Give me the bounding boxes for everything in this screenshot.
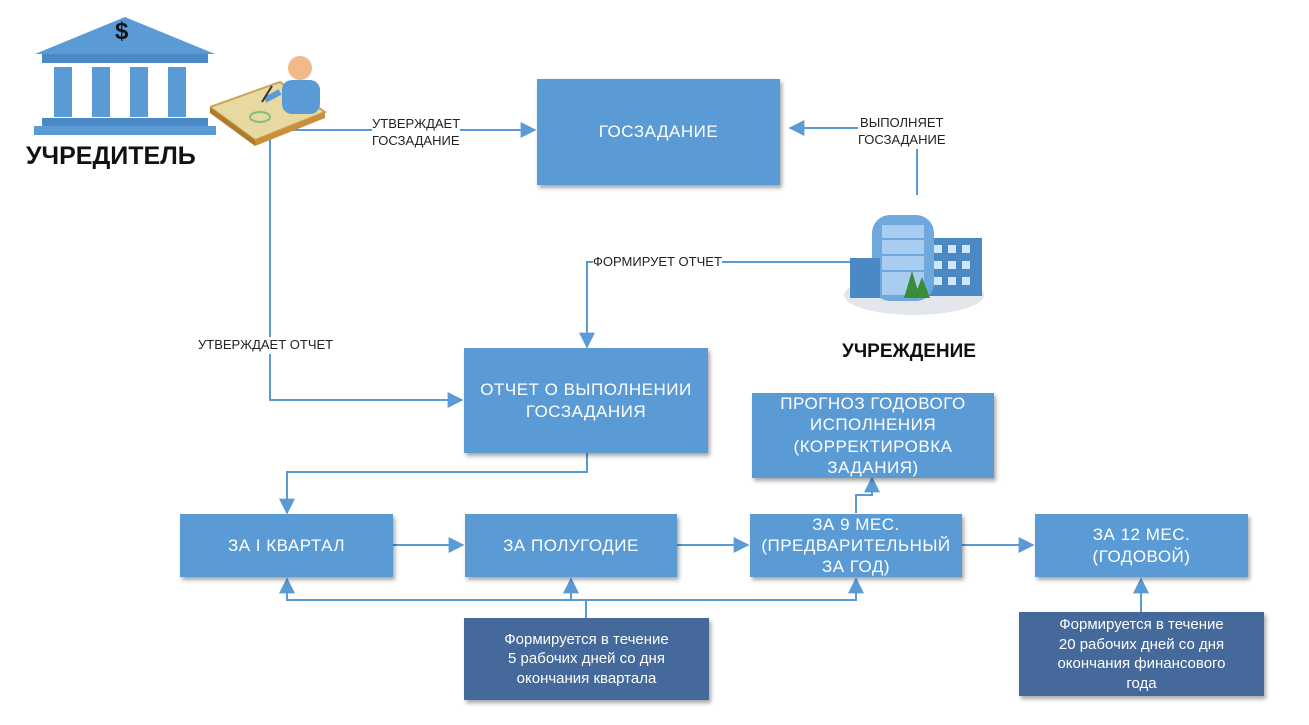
edge-quarterly-nine <box>586 577 864 601</box>
node-forecast: ПРОГНОЗ ГОДОВОГО ИСПОЛНЕНИЯ (КОРРЕКТИРОВ… <box>752 393 994 478</box>
edge-report-q1 <box>279 453 588 515</box>
label-approves-task: УТВЕРЖДАЕТ ГОСЗАДАНИЕ <box>372 116 461 150</box>
node-twelve-text: ЗА 12 МЕС. (ГОДОВОЙ) <box>1092 525 1191 566</box>
dollar-sign: $ <box>115 18 129 45</box>
edge-institution-report <box>579 261 850 349</box>
node-q1-text: ЗА I КВАРТАЛ <box>227 535 346 555</box>
founder-label: УЧРЕДИТЕЛЬ <box>26 142 196 170</box>
node-report: ОТЧЕТ О ВЫПОЛНЕНИИ ГОСЗАДАНИЯ <box>464 348 708 453</box>
label-forms-report: ФОРМИРУЕТ ОТЧЕТ <box>593 254 722 271</box>
node-q1: ЗА I КВАРТАЛ <box>180 514 393 577</box>
institution-building-icon <box>844 215 984 315</box>
edge-quarterly-note <box>279 577 587 618</box>
node-half: ЗА ПОЛУГОДИЕ <box>465 514 677 577</box>
institution-label: УЧРЕЖДЕНИЕ <box>842 341 976 362</box>
person-at-desk-icon <box>210 56 328 146</box>
note-quarterly: Формируется в течение 5 рабочих дней со … <box>464 618 709 700</box>
note-annual: Формируется в течение 20 рабочих дней со… <box>1019 612 1264 696</box>
edge-nine-forecast <box>855 476 880 513</box>
node-half-text: ЗА ПОЛУГОДИЕ <box>503 535 639 555</box>
node-nine-text: ЗА 9 МЕС. (ПРЕДВАРИТЕЛЬНЫЙ ЗА ГОД) <box>761 514 951 577</box>
bank-building-icon <box>34 17 216 135</box>
node-goszadanie-text: ГОСЗАДАНИЕ <box>598 122 719 142</box>
edge-founder-report <box>269 135 464 408</box>
label-executes-task: ВЫПОЛНЯЕТ ГОСЗАДАНИЕ <box>858 115 946 149</box>
note-quarterly-text: Формируется в течение 5 рабочих дней со … <box>504 630 669 687</box>
label-approves-report: УТВЕРЖДАЕТ ОТЧЕТ <box>198 337 334 354</box>
node-nine: ЗА 9 МЕС. (ПРЕДВАРИТЕЛЬНЫЙ ЗА ГОД) <box>750 514 962 577</box>
node-report-text: ОТЧЕТ О ВЫПОЛНЕНИИ ГОСЗАДАНИЯ <box>480 380 692 421</box>
node-forecast-text: ПРОГНОЗ ГОДОВОГО ИСПОЛНЕНИЯ (КОРРЕКТИРОВ… <box>780 394 966 477</box>
note-annual-text: Формируется в течение 20 рабочих дней со… <box>1057 616 1226 692</box>
node-goszadanie: ГОСЗАДАНИЕ <box>537 79 780 185</box>
node-twelve: ЗА 12 МЕС. (ГОДОВОЙ) <box>1035 514 1248 577</box>
